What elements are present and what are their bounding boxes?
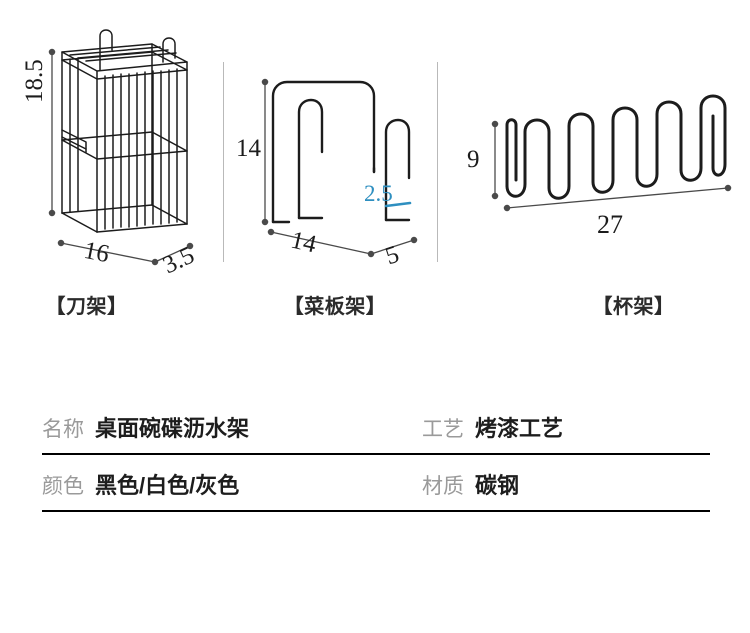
cup-rack-height-dimension: 9 xyxy=(467,146,480,173)
spec-value-name: 桌面碗碟沥水架 xyxy=(95,415,250,441)
cup-rack-drawing xyxy=(491,94,732,212)
spec-key-craft: 工艺 xyxy=(422,417,464,441)
diagram-area: 18.5 16 3.5 【刀架】 xyxy=(0,0,750,340)
spec-cell-color: 颜色 黑色/白色/灰色 xyxy=(42,468,422,500)
cup-rack-caption: 【杯架】 xyxy=(592,296,675,318)
spec-key-color: 颜色 xyxy=(42,474,84,498)
spec-value-craft: 烤漆工艺 xyxy=(475,415,564,441)
cutting-board-rack-caption: 【菜板架】 xyxy=(283,296,387,318)
panel-divider-1 xyxy=(223,62,224,262)
product-panel-cutting-board-rack: 14 14 5 2.5 【菜板架】 xyxy=(223,0,437,340)
spec-cell-material: 材质 碳钢 xyxy=(422,468,710,500)
spec-row: 名称 桌面碗碟沥水架 工艺 烤漆工艺 xyxy=(42,398,710,455)
knife-rack-caption: 【刀架】 xyxy=(45,296,128,318)
spec-row: 颜色 黑色/白色/灰色 材质 碳钢 xyxy=(42,455,710,512)
spec-value-color: 黑色/白色/灰色 xyxy=(95,472,240,498)
knife-rack-width-dimension: 16 xyxy=(81,236,112,269)
spec-key-material: 材质 xyxy=(422,474,464,498)
knife-rack-drawing xyxy=(48,29,194,266)
panel-divider-2 xyxy=(437,62,438,262)
specification-table: 名称 桌面碗碟沥水架 工艺 烤漆工艺 颜色 黑色/白色/灰色 材质 碳钢 xyxy=(42,398,710,512)
cutting-board-rack-height-dimension: 14 xyxy=(236,135,261,162)
cutting-board-rack-drawing xyxy=(261,78,418,258)
product-panel-knife-rack: 18.5 16 3.5 【刀架】 xyxy=(0,0,223,340)
cup-rack-width-dimension: 27 xyxy=(597,210,623,239)
knife-rack-height-dimension: 18.5 xyxy=(21,59,48,103)
cutting-board-rack-slot-dimension: 2.5 xyxy=(364,181,393,206)
spec-cell-craft: 工艺 烤漆工艺 xyxy=(422,411,710,443)
spec-cell-name: 名称 桌面碗碟沥水架 xyxy=(42,411,422,443)
spec-key-name: 名称 xyxy=(42,417,84,441)
product-panel-cup-rack: 9 27 【杯架】 xyxy=(437,0,750,340)
spec-value-material: 碳钢 xyxy=(475,472,520,498)
